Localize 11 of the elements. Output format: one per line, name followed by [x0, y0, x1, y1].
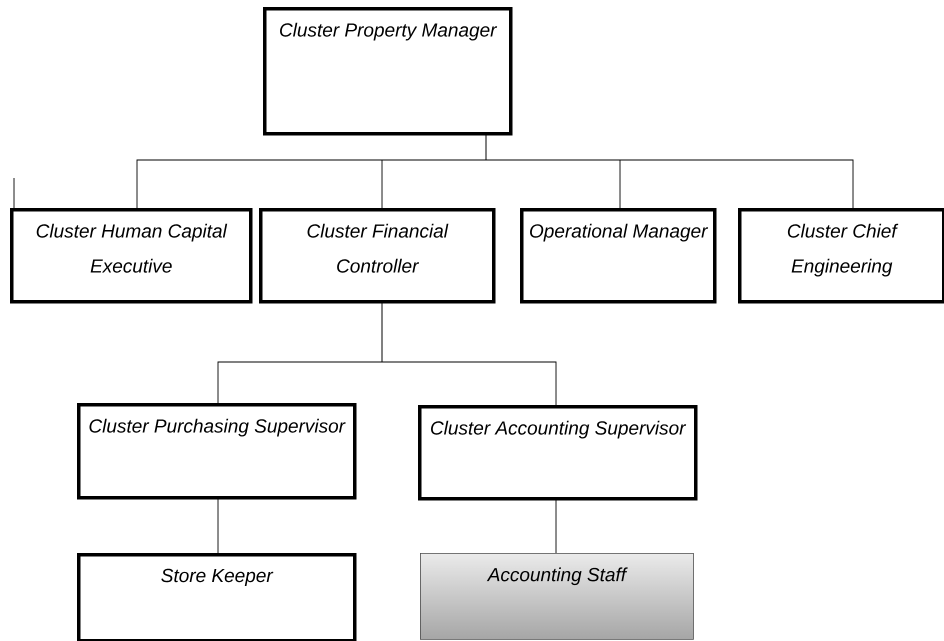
position-box: Cluster Chief Engineering [738, 208, 944, 304]
position-box: Cluster Property Manager [263, 7, 512, 136]
connector-line [382, 303, 556, 406]
connector-line [486, 135, 854, 208]
position-box: Operational Manager [520, 208, 716, 304]
accounting-staff-box: Accounting Staff [420, 553, 694, 640]
position-box: Cluster Accounting Supervisor [418, 405, 698, 500]
position-box: Cluster Purchasing Supervisor [77, 403, 356, 500]
position-box: Store Keeper [77, 553, 356, 641]
position-box: Cluster Human Capital Executive [10, 208, 252, 304]
position-box: Cluster Financial Controller [259, 208, 496, 304]
